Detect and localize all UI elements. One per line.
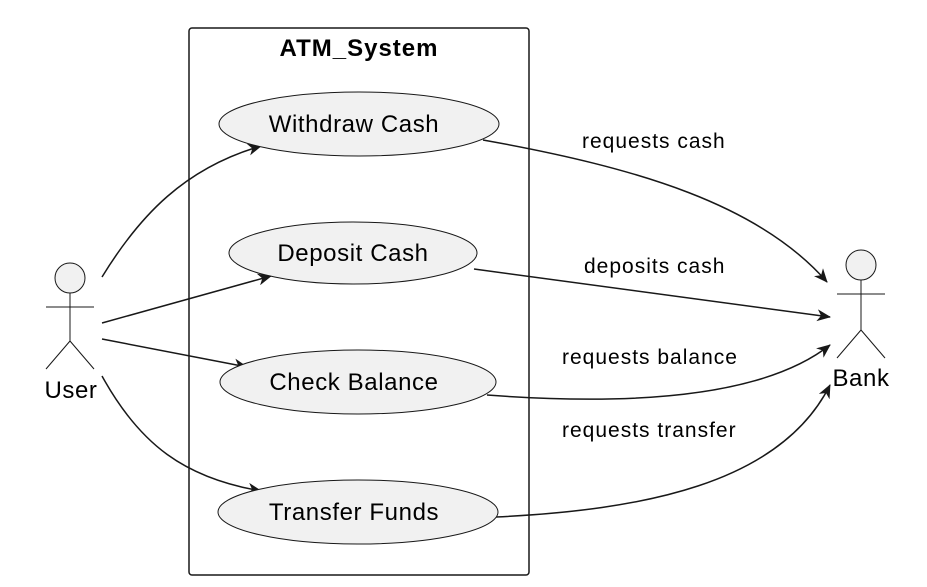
actor-user[interactable]: User [44, 262, 97, 404]
use-case-withdraw-label: Withdraw Cash [269, 111, 440, 138]
edge-balance-bank [486, 344, 831, 400]
system-title: ATM_System [280, 35, 439, 62]
use-case-withdraw-ellipse [218, 91, 500, 157]
system-boundary: ATM_System [188, 27, 530, 576]
label-deposits-cash: deposits cash [584, 255, 725, 278]
use-case-transfer[interactable]: Transfer Funds [217, 479, 499, 545]
edge-withdraw-bank [482, 139, 828, 283]
user-left-leg-icon [45, 340, 71, 370]
use-case-deposit[interactable]: Deposit Cash [228, 221, 478, 285]
actor-bank-label: Bank [832, 365, 890, 392]
user-right-leg-icon [69, 340, 95, 370]
edge-user-deposit [101, 273, 272, 324]
bank-head-icon [845, 249, 877, 281]
label-requests-balance: requests balance [562, 346, 738, 369]
bank-right-leg-icon [860, 329, 886, 359]
edge-user-withdraw [101, 143, 262, 278]
edge-user-transfer [101, 375, 262, 495]
use-case-transfer-label: Transfer Funds [269, 499, 439, 526]
actor-bank[interactable]: Bank [832, 249, 890, 392]
edge-user-balance [101, 338, 248, 371]
bank-left-leg-icon [836, 329, 862, 359]
label-requests-transfer: requests transfer [562, 419, 737, 442]
edge-deposit-bank [473, 268, 831, 322]
use-case-withdraw[interactable]: Withdraw Cash [218, 91, 500, 157]
use-case-transfer-ellipse [217, 479, 499, 545]
use-case-balance[interactable]: Check Balance [219, 349, 497, 415]
use-case-balance-label: Check Balance [269, 369, 438, 396]
system-box [188, 27, 530, 576]
actor-user-label: User [44, 377, 97, 404]
label-requests-cash: requests cash [582, 130, 726, 153]
user-associations [101, 143, 272, 495]
use-case-deposit-ellipse [228, 221, 478, 285]
use-case-deposit-label: Deposit Cash [277, 240, 428, 267]
edge-transfer-bank [495, 384, 831, 518]
user-head-icon [54, 262, 86, 294]
use-case-balance-ellipse [219, 349, 497, 415]
edge-labels: requests cash deposits cash requests bal… [562, 130, 738, 442]
bank-associations [473, 139, 831, 518]
